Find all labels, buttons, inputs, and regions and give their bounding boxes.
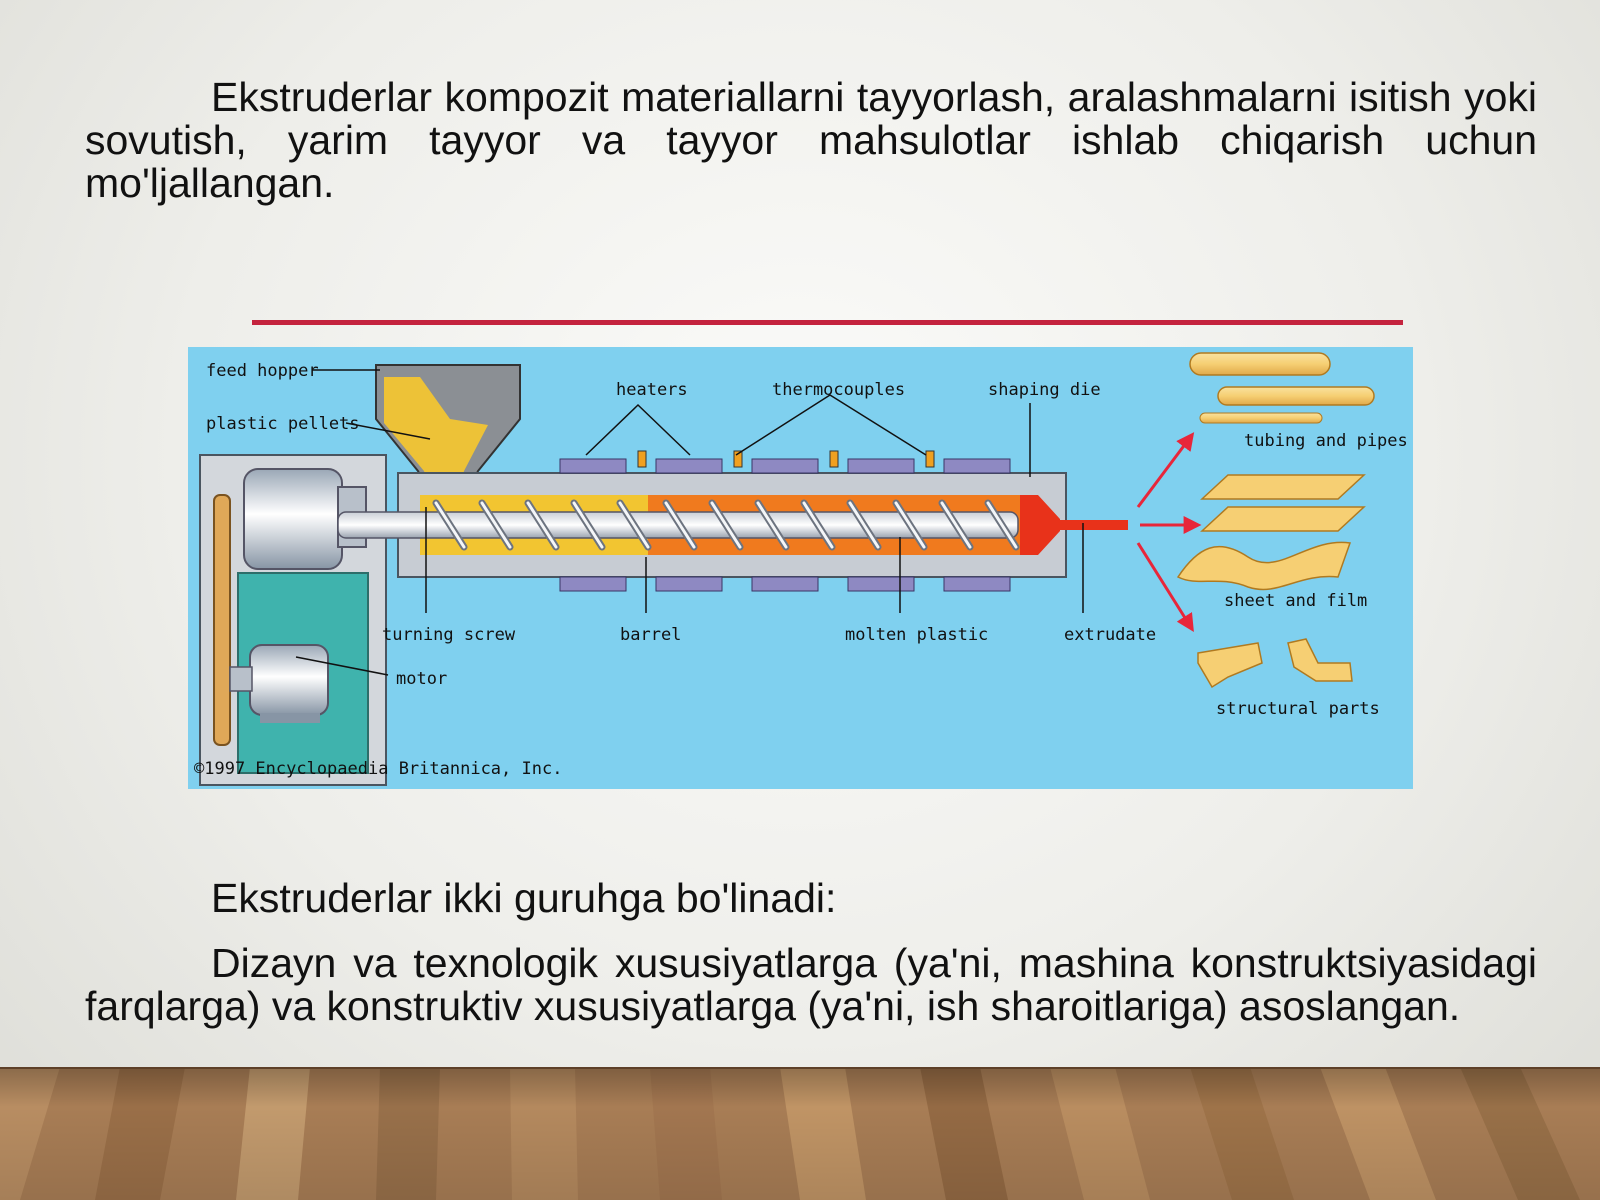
groups-detail-paragraph: Dizayn va texnologik xususiyatlarga (ya'… — [85, 940, 1537, 1029]
diagram-copyright: ©1997 Encyclopaedia Britannica, Inc. — [194, 759, 562, 779]
structural-parts-icon — [1197, 638, 1353, 689]
leader-lines — [295, 369, 1084, 676]
motor-housing — [199, 454, 387, 786]
label-structural-parts: structural parts — [1216, 699, 1380, 719]
label-molten-plastic: molten plastic — [845, 625, 988, 645]
label-tubing-and-pipes: tubing and pipes — [1244, 431, 1408, 451]
label-barrel: barrel — [620, 625, 681, 645]
motor-icon — [229, 644, 329, 723]
label-feed-hopper: feed hopper — [206, 361, 319, 381]
thermocouple-probes — [637, 450, 935, 468]
groups-heading: Ekstruderlar ikki guruhga bo'linadi: — [211, 875, 837, 921]
tubing-and-pipes-icon — [1189, 352, 1375, 424]
label-plastic-pellets: plastic pellets — [206, 414, 360, 434]
accent-rule — [252, 320, 1403, 325]
sheet-and-film-icon — [1176, 474, 1366, 591]
label-shaping-die: shaping die — [988, 380, 1101, 400]
label-heaters: heaters — [616, 380, 688, 400]
turning-screw-shape — [337, 499, 1020, 551]
wooden-floor — [0, 1067, 1600, 1200]
label-motor: motor — [396, 669, 447, 689]
label-extrudate: extrudate — [1064, 625, 1156, 645]
heater-bands — [559, 458, 1011, 592]
label-sheet-and-film: sheet and film — [1224, 591, 1367, 611]
label-turning-screw: turning screw — [382, 625, 516, 645]
label-thermocouples: thermocouples — [772, 380, 905, 400]
intro-paragraph: Ekstruderlar kompozit materiallarni tayy… — [85, 74, 1537, 206]
output-arrows — [1136, 432, 1202, 633]
extruder-diagram: feed hopper plastic pellets heaters ther… — [188, 347, 1413, 789]
